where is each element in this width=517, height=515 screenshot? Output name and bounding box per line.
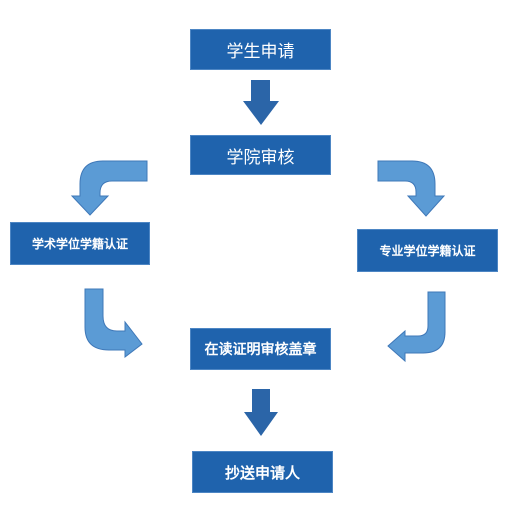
node-certificate-stamp: 在读证明审核盖章 [190,328,331,370]
node-copy-applicant-label: 抄送申请人 [224,463,300,482]
node-professional-degree-verify-label: 专业学位学籍认证 [379,244,476,258]
arrow-college-to-academic [70,160,148,216]
arrow-stamp-to-copy [244,389,278,436]
node-certificate-stamp-label: 在读证明审核盖章 [204,342,317,358]
arrow-academic-to-stamp [84,288,143,359]
arrow-college-to-professional [377,160,446,217]
node-academic-degree-verify: 学术学位学籍认证 [10,222,150,265]
node-academic-degree-verify-label: 学术学位学籍认证 [31,237,128,251]
node-college-review: 学院审核 [190,135,331,175]
node-college-review-label: 学院审核 [226,147,295,168]
node-student-apply-label: 学生申请 [226,42,295,62]
arrow-apply-to-college [243,80,279,125]
node-professional-degree-verify: 专业学位学籍认证 [357,229,498,272]
node-student-apply: 学生申请 [190,29,331,70]
arrow-professional-to-stamp [387,291,446,363]
node-copy-applicant: 抄送申请人 [192,451,333,493]
